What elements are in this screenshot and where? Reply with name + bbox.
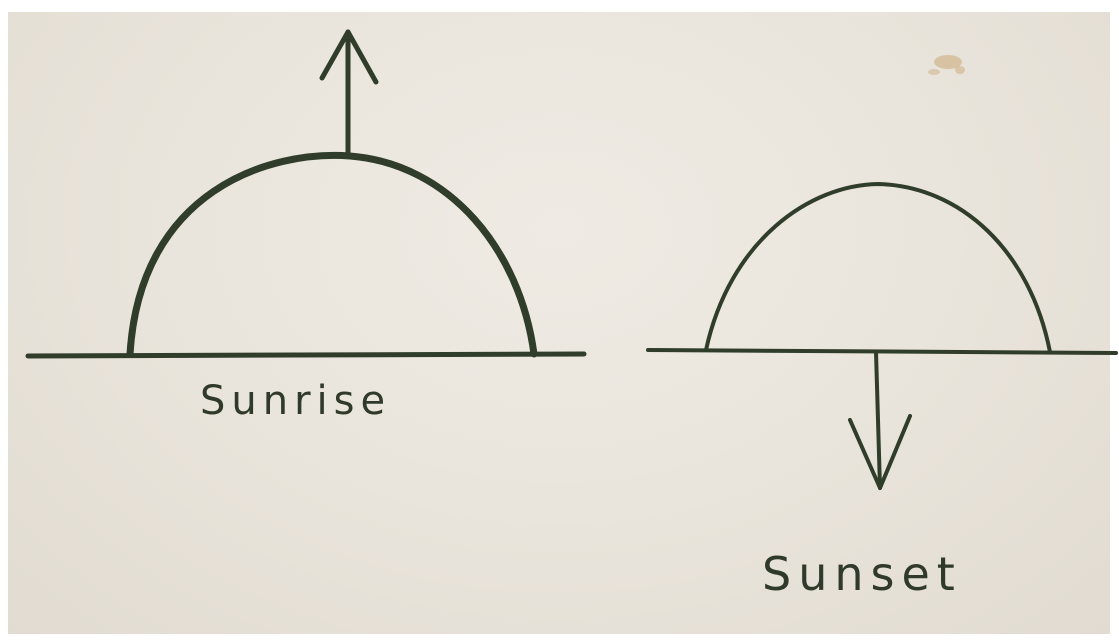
paper-stain: [928, 55, 965, 75]
sunrise-horizon-line: [28, 354, 584, 356]
sunrise-sun-dome: [130, 155, 534, 354]
sunrise-panel: Sunrise: [28, 32, 584, 424]
sunset-horizon-line: [648, 350, 1116, 353]
sunset-panel: Sunset: [648, 184, 1116, 601]
sunset-label: Sunset: [762, 547, 962, 601]
sunrise-label: Sunrise: [200, 378, 391, 424]
sunset-sun-dome: [706, 184, 1050, 352]
down-arrow-icon: [850, 352, 910, 488]
up-arrow-icon: [322, 32, 376, 156]
